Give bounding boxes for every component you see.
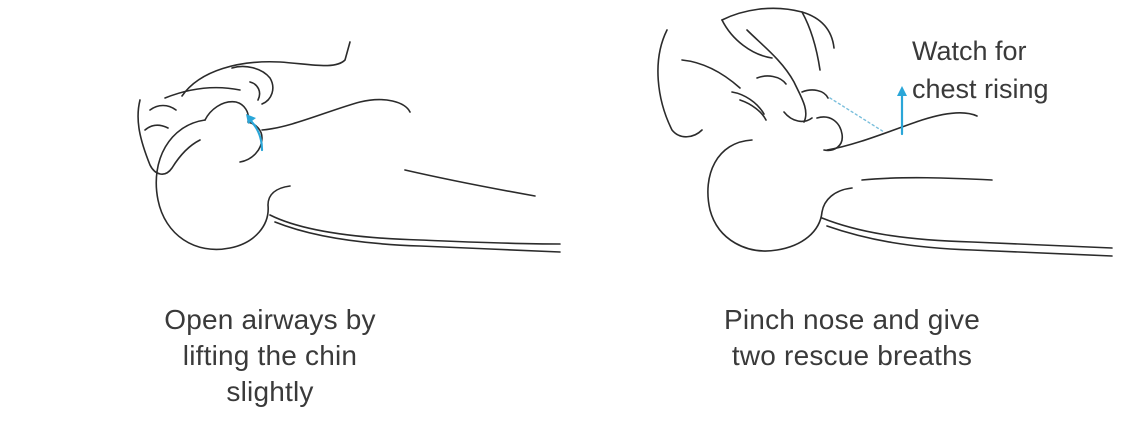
patient-chest-line (405, 170, 535, 196)
patient-back-line (270, 215, 560, 244)
rescuer-arm-left (658, 30, 740, 137)
caption-line: two rescue breaths (682, 338, 1022, 374)
patient-neck-line (262, 100, 410, 130)
caption-rescue-breaths: Pinch nose and give two rescue breaths (682, 302, 1022, 374)
patient-face-profile (205, 102, 262, 162)
rescuer-head-outline (722, 12, 820, 122)
rescuer-hand-forehead (138, 100, 200, 174)
caption-line: lifting the chin (120, 338, 420, 374)
open-airway-illustration (0, 0, 572, 300)
patient-back-line (822, 218, 1112, 248)
caption-open-airways: Open airways by lifting the chin slightl… (120, 302, 420, 410)
step-rescue-breaths-panel: Watch for chest rising Pinch nose and gi… (572, 0, 1145, 421)
rescuer-fingers-chin (232, 66, 273, 104)
step-open-airways-panel: Open airways by lifting the chin slightl… (0, 0, 572, 421)
patient-head-outline (708, 140, 852, 251)
patient-back-line-2 (827, 226, 1112, 256)
caption-line: Open airways by (120, 302, 420, 338)
patient-chest-line (862, 178, 992, 180)
annotation-line: Watch for (912, 32, 1112, 70)
patient-head-outline (156, 120, 290, 249)
caption-line: Pinch nose and give (682, 302, 1022, 338)
caption-line: slightly (120, 374, 420, 410)
rescuer-face (757, 76, 828, 121)
rescuer-hand-pinch (732, 92, 766, 120)
chest-rise-arrowhead (897, 86, 907, 96)
annotation-line: chest rising (912, 70, 1112, 108)
patient-back-line-2 (275, 222, 560, 252)
rescuer-hand-chin (817, 117, 842, 150)
breath-flow-line (830, 98, 884, 132)
chest-rising-annotation: Watch for chest rising (912, 32, 1112, 108)
